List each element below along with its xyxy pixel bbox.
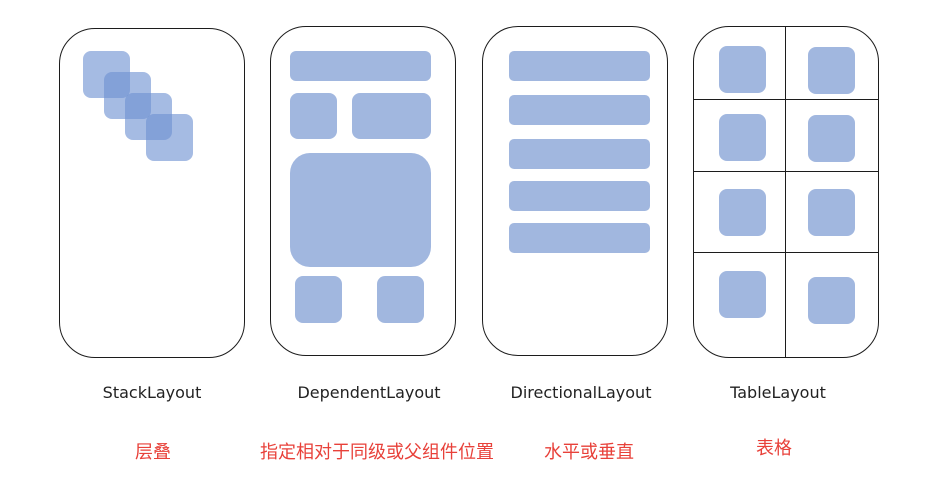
stack-layout-description: 层叠 [135, 442, 171, 463]
dependent-layout-description: 指定相对于同级或父组件位置 [260, 442, 494, 463]
directional-row-2 [509, 95, 650, 125]
directional-row-3 [509, 139, 650, 169]
table-cell-3-2 [808, 189, 855, 236]
table-row-divider-1 [694, 99, 878, 101]
table-layout-name: TableLayout [730, 383, 826, 402]
dependent-bottom-left [295, 276, 342, 323]
dependent-wide-right [352, 93, 431, 139]
table-cell-4-2 [808, 277, 855, 324]
directional-row-5 [509, 223, 650, 253]
table-row-divider-2 [694, 171, 878, 173]
table-cell-4-1 [719, 271, 766, 318]
table-cell-2-2 [808, 115, 855, 162]
table-column-divider [785, 27, 787, 357]
dependent-large-center [290, 153, 431, 267]
directional-layout-diagram [482, 26, 668, 356]
table-cell-2-1 [719, 114, 766, 161]
dependent-layout-diagram [270, 26, 456, 356]
table-cell-3-1 [719, 189, 766, 236]
directional-layout-description: 水平或垂直 [544, 442, 634, 463]
stack-layout-diagram [59, 28, 245, 358]
directional-layout-name: DirectionalLayout [510, 383, 652, 402]
dependent-layout-name: DependentLayout [297, 383, 441, 402]
table-layout-diagram [693, 26, 879, 358]
dependent-top-bar [290, 51, 431, 81]
dependent-small-left [290, 93, 337, 139]
table-cell-1-1 [719, 46, 766, 93]
table-layout-description: 表格 [756, 438, 792, 459]
dependent-bottom-right [377, 276, 424, 323]
table-row-divider-3 [694, 252, 878, 254]
stack-layout-name: StackLayout [102, 383, 202, 402]
table-cell-1-2 [808, 47, 855, 94]
stack-block-4 [146, 114, 193, 161]
directional-row-4 [509, 181, 650, 211]
directional-row-1 [509, 51, 650, 81]
